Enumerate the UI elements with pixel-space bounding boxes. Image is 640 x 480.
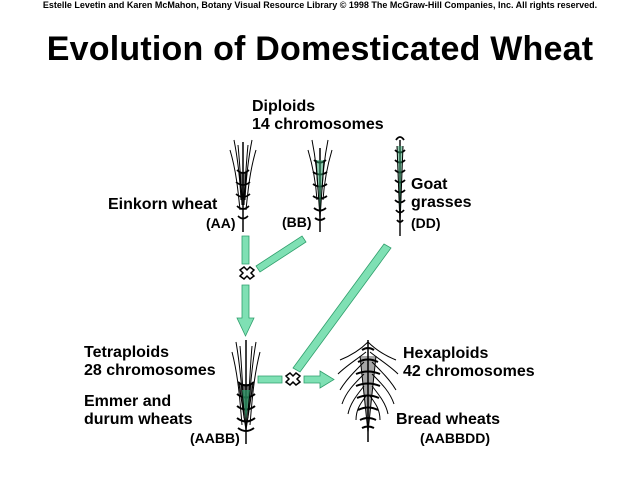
diploids-chromosomes: 14 chromosomes (252, 116, 384, 133)
emmer-durum-wheat-icon (231, 340, 261, 444)
arrow-einkorn-to-cross (241, 235, 250, 265)
bread-wheat-icon (337, 340, 399, 442)
goat-label-line2: grasses (411, 194, 472, 211)
arrow-tetraploid-to-cross (257, 375, 283, 384)
tetraploids-label: Tetraploids (84, 344, 170, 361)
goat-label-line1: Goat (411, 176, 448, 193)
arrow-dd-to-cross (292, 243, 392, 373)
hexaploids-chromosomes: 42 chromosomes (403, 363, 535, 380)
einkorn-wheat-icon (229, 139, 257, 232)
copyright-credit: Estelle Levetin and Karen McMahon, Botan… (42, 0, 598, 10)
einkorn-label: Einkorn wheat (108, 196, 218, 213)
arrows (236, 235, 392, 389)
tetraploids-chromosomes: 28 chromosomes (84, 362, 216, 379)
bb-grass-icon (307, 139, 333, 232)
arrow-bb-to-cross (255, 235, 307, 273)
tetraploid-genome: (AABB) (190, 430, 240, 446)
arrow-cross-to-tetraploid (236, 284, 255, 337)
goat-genome: (DD) (411, 215, 441, 231)
cross-icon-lower (284, 372, 302, 386)
emmer-label-line2: durum wheats (84, 411, 193, 428)
hexaploids-label: Hexaploids (403, 345, 489, 362)
goat-grass-icon (394, 136, 406, 236)
cross-icon (238, 266, 256, 280)
page-title: Evolution of Domesticated Wheat (46, 30, 594, 68)
arrow-cross-to-hexaploid (303, 370, 335, 389)
hexaploid-genome: (AABBDD) (420, 430, 490, 446)
diploids-label: Diploids (252, 98, 316, 115)
bread-wheat-label: Bread wheats (396, 411, 501, 428)
einkorn-genome: (AA) (206, 215, 236, 231)
bb-genome: (BB) (282, 214, 312, 230)
emmer-label-line1: Emmer and (84, 393, 172, 410)
